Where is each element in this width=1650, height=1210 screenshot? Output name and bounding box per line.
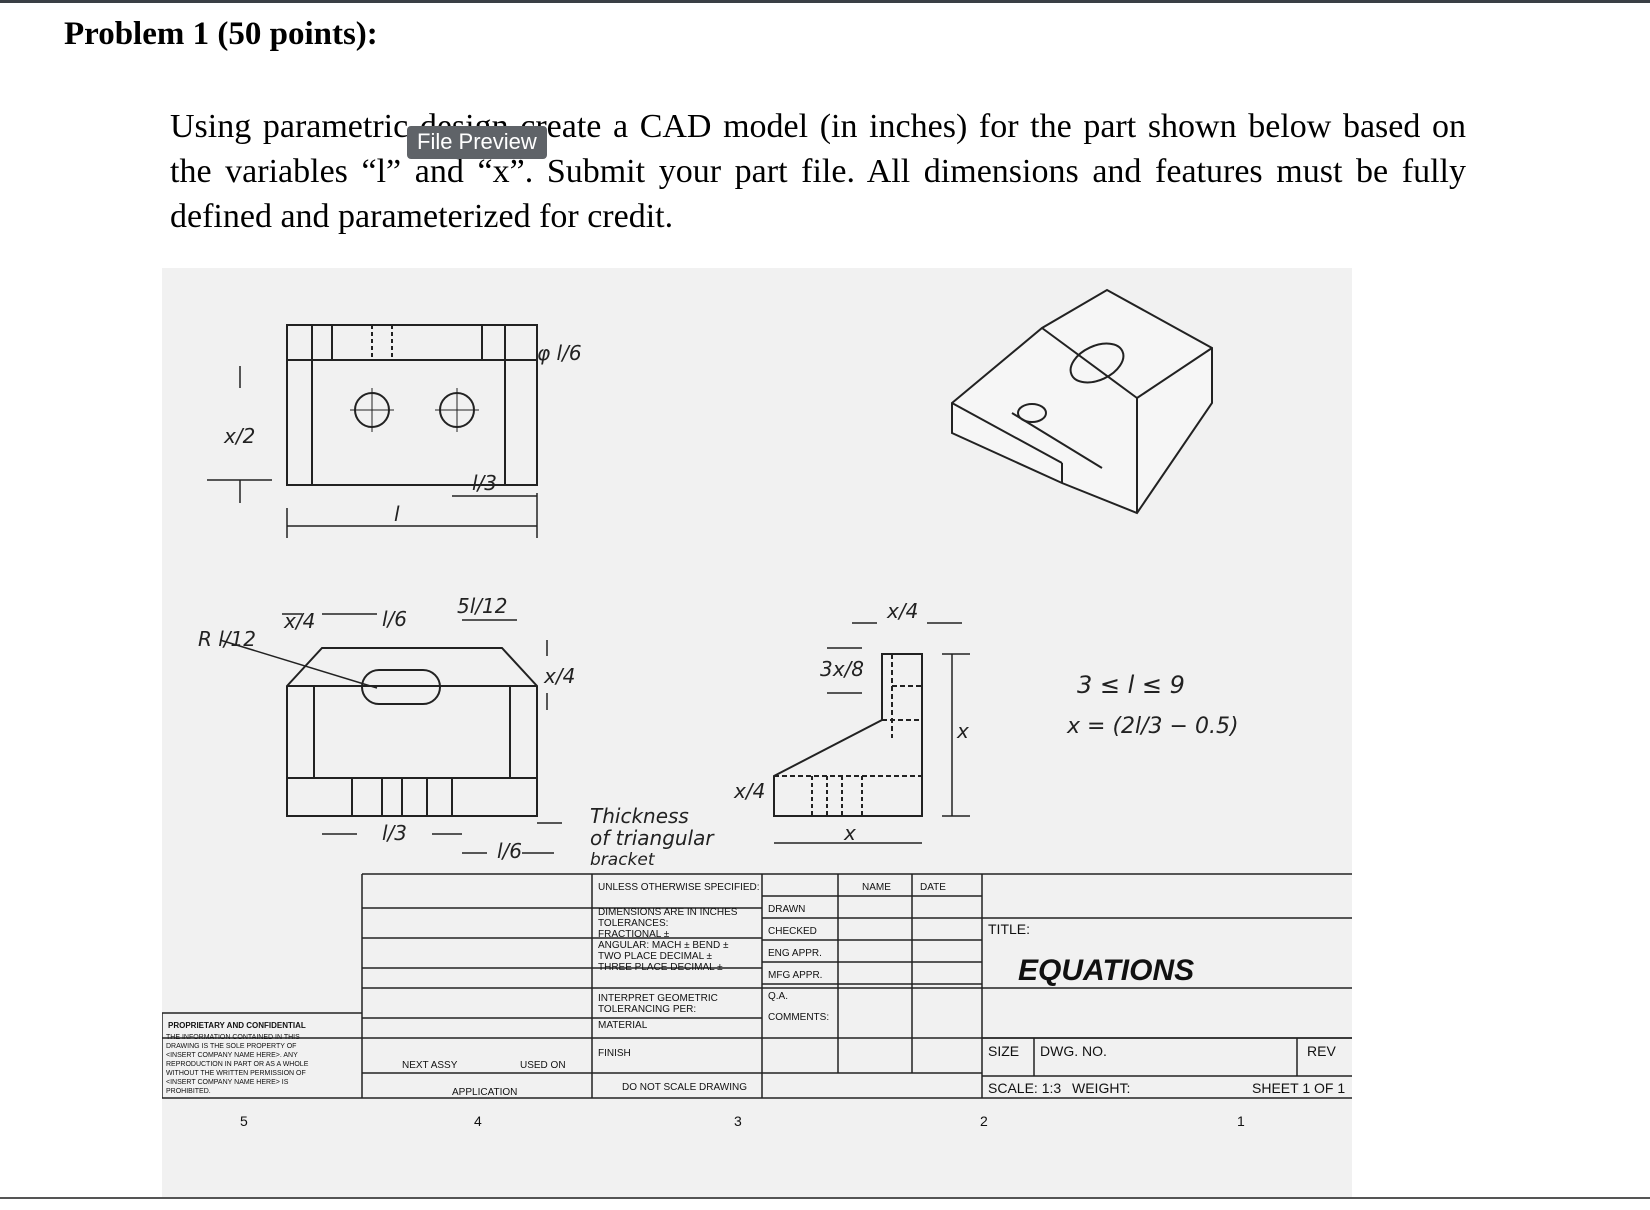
top-border: [0, 0, 1650, 3]
dim-front-r: R l/12: [198, 627, 256, 651]
tb-prop-1: THE INFORMATION CONTAINED IN THIS: [166, 1034, 300, 1041]
tb-material: MATERIAL: [598, 1020, 648, 1031]
note-line-3: bracket: [590, 850, 656, 870]
dim-side-x: x: [956, 719, 969, 743]
note-line-1: Thickness: [590, 804, 689, 828]
tb-dwg-no: DWG. NO.: [1040, 1043, 1107, 1059]
dim-top-left: x/2: [223, 424, 255, 448]
tb-prop-4: REPRODUCTION IN PART OR AS A WHOLE: [166, 1061, 309, 1068]
tb-finish: FINISH: [598, 1048, 631, 1059]
dim-mid-x4: x/4: [733, 779, 765, 803]
dim-side-bottom: x: [843, 821, 856, 845]
tb-weight: WEIGHT:: [1072, 1080, 1130, 1096]
tb-used-on: USED ON: [520, 1060, 566, 1071]
problem-instructions: Using parametric design create a CAD mod…: [170, 108, 1466, 235]
tb-do-not-scale: DO NOT SCALE DRAWING: [622, 1082, 747, 1093]
tb-dims-4: TWO PLACE DECIMAL ±: [598, 951, 713, 962]
tb-dims-2: FRACTIONAL ±: [598, 929, 670, 940]
tb-eng-appr: ENG APPR.: [768, 948, 822, 959]
file-preview-tooltip: File Preview: [407, 126, 547, 159]
isometric-view: [951, 288, 1213, 515]
tb-checked: CHECKED: [768, 926, 817, 937]
dim-front-5l12: 5l/12: [457, 594, 507, 618]
engineering-drawing[interactable]: x/2 l l/3 φ l/6 R l/12 x/4 l/6 5l/12 x/4…: [162, 268, 1352, 1198]
tb-mfg-appr: MFG APPR.: [768, 970, 822, 981]
tb-next-assy: NEXT ASSY: [402, 1060, 458, 1071]
tb-prop-6: <INSERT COMPANY NAME HERE> IS: [166, 1079, 289, 1086]
note-line-2: of triangular: [590, 826, 715, 850]
tb-size: SIZE: [988, 1043, 1019, 1059]
tb-dims-5: THREE PLACE DECIMAL ±: [598, 962, 723, 973]
bottom-border: [0, 1197, 1650, 1199]
zone-5: 5: [240, 1113, 248, 1129]
title-block: [162, 873, 1352, 1099]
tb-unless: UNLESS OTHERWISE SPECIFIED:: [598, 882, 760, 893]
top-view-outline: [286, 324, 538, 486]
tb-dims-3: ANGULAR: MACH ± BEND ±: [598, 940, 729, 951]
tb-prop-5: WITHOUT THE WRITTEN PERMISSION OF: [166, 1070, 306, 1077]
tb-drawn: DRAWN: [768, 904, 805, 915]
tb-application: APPLICATION: [452, 1087, 517, 1098]
tb-sheet: SHEET 1 OF 1: [1252, 1080, 1345, 1096]
dim-front-l6b: l/6: [497, 839, 522, 863]
zone-3: 3: [734, 1113, 742, 1129]
dim-front-l3: l/3: [382, 821, 407, 845]
dim-hole: φ l/6: [537, 341, 582, 365]
constraint-x: x = (2l/3 − 0.5): [1066, 714, 1239, 739]
tb-comments: COMMENTS:: [768, 1012, 829, 1023]
tb-dims-0: DIMENSIONS ARE IN INCHES: [598, 907, 738, 918]
problem-heading: Problem 1 (50 points):: [64, 16, 378, 52]
tb-prop-7: PROHIBITED.: [166, 1088, 211, 1095]
tb-title: EQUATIONS: [1018, 954, 1194, 987]
tb-rev: REV: [1307, 1043, 1336, 1059]
tb-name: NAME: [862, 882, 891, 893]
tb-qa: Q.A.: [768, 991, 788, 1002]
constraint-l: 3 ≤ l ≤ 9: [1077, 671, 1185, 699]
tb-title-label: TITLE:: [988, 921, 1030, 937]
tb-interpret-0: INTERPRET GEOMETRIC: [598, 993, 718, 1004]
tb-scale: SCALE: 1:3: [988, 1080, 1061, 1096]
zone-1: 1: [1237, 1113, 1245, 1129]
dim-side-x4: x/4: [886, 599, 918, 623]
tb-dims-1: TOLERANCES:: [598, 918, 668, 929]
dim-front-x4: x/4: [283, 609, 315, 633]
tb-prop-3: <INSERT COMPANY NAME HERE>. ANY: [166, 1052, 298, 1059]
tb-prop-0: PROPRIETARY AND CONFIDENTIAL: [168, 1021, 306, 1030]
dim-front-l6: l/6: [382, 607, 407, 631]
dim-side-3x8: 3x/8: [820, 657, 864, 681]
front-slot: [361, 669, 441, 705]
tb-prop-2: DRAWING IS THE SOLE PROPERTY OF: [166, 1043, 296, 1050]
dim-top-bottom: l: [394, 502, 400, 526]
zone-2: 2: [980, 1113, 988, 1129]
dim-top-right: l/3: [472, 471, 497, 495]
tb-interpret-1: TOLERANCING PER:: [598, 1004, 696, 1015]
zone-4: 4: [474, 1113, 482, 1129]
dim-front-right-x4: x/4: [543, 664, 575, 688]
tb-date: DATE: [920, 882, 946, 893]
